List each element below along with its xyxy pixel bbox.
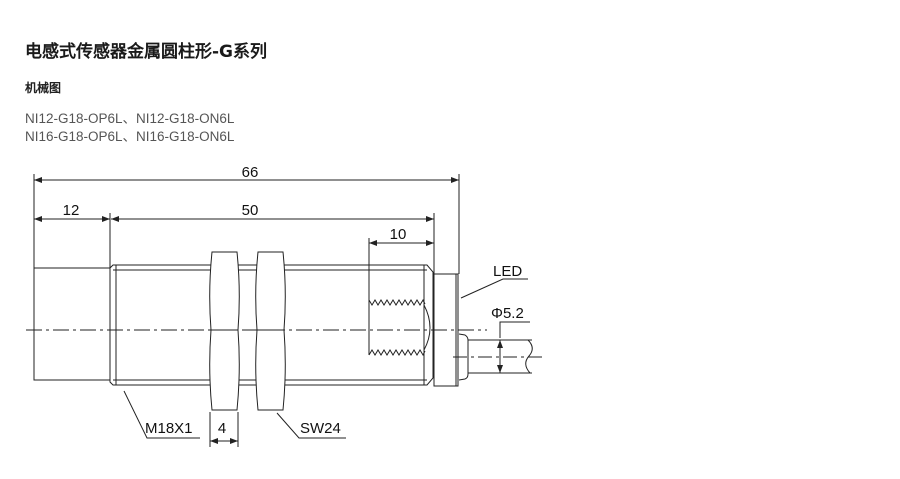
internal-thread [368, 298, 431, 357]
section-heading: 机械图 [25, 81, 62, 95]
dim-12: 12 [63, 202, 80, 219]
dim-66: 66 [242, 164, 259, 181]
wrench-size-label: SW24 [300, 420, 341, 437]
model-line: NI12-G18-OP6L、NI12-G18-ON6L [25, 111, 235, 126]
model-list: NI12-G18-OP6L、NI12-G18-ON6L NI16-G18-OP6… [25, 110, 234, 146]
sensor-head [33, 267, 111, 381]
nut [209, 251, 240, 411]
dim-10: 10 [390, 226, 407, 243]
thread-label: M18X1 [145, 420, 193, 437]
dim-50: 50 [242, 202, 259, 219]
led-label: LED [493, 263, 522, 280]
model-line: NI16-G18-OP6L、NI16-G18-ON6L [25, 129, 235, 144]
nut [255, 251, 286, 411]
page-title: 电感式传感器金属圆柱形-G系列 [25, 42, 268, 62]
cable-diameter-label: Φ5.2 [491, 305, 524, 322]
nut-thickness-label: 4 [218, 420, 226, 437]
